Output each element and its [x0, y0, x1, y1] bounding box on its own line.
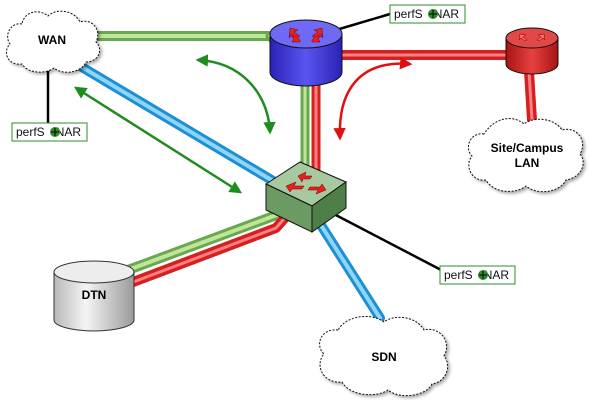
perfsonar-box-frame — [389, 4, 466, 24]
switch-arrows-icon — [285, 171, 327, 195]
perfsonar-label: perfS NAR — [444, 268, 509, 282]
perfsonar-prefix: perfS — [394, 7, 423, 21]
path-red-router-sitelan — [333, 50, 537, 125]
perfsonar-label: perfS NAR — [394, 7, 459, 21]
cable-switch-perfsonar — [329, 210, 446, 274]
router-arrows-icon — [288, 27, 324, 43]
wan-cloud-shape — [6, 10, 101, 73]
core-router-blue — [269, 19, 343, 87]
router-arrows-icon — [518, 33, 546, 42]
switch-green — [264, 161, 348, 233]
perfsonar-suffix: NAR — [434, 7, 460, 21]
site-lan-label-line2: LAN — [515, 156, 540, 170]
red-arrow-curve — [333, 56, 413, 141]
sdn-label: SDN — [371, 350, 396, 364]
wan-cloud: WAN — [6, 10, 101, 73]
red-router-top — [505, 27, 559, 49]
site-lan-cloud: Site/Campus LAN — [468, 118, 584, 193]
sdn-cloud: SDN — [319, 315, 448, 397]
dtn-label: DTN — [82, 288, 107, 302]
sdn-cloud-shape — [319, 315, 448, 397]
perfsonar-prefix: perfS — [444, 268, 473, 282]
switch-side — [311, 181, 347, 233]
dtn-cylinder-top — [53, 260, 135, 284]
blue-router-top — [269, 19, 343, 49]
cable-router-perfsonar — [335, 12, 391, 32]
dtn-cylinder-body — [53, 271, 135, 332]
flow-arrows — [73, 54, 413, 194]
green-arrow-top — [195, 54, 276, 135]
green-arrow-diagonal — [73, 86, 243, 194]
dtn-storage: DTN — [53, 260, 135, 332]
site-lan-cloud-shape — [468, 118, 584, 193]
wan-label: WAN — [38, 33, 66, 47]
perfsonar-prefix: perfS — [16, 125, 45, 139]
site-router-red — [505, 27, 559, 75]
site-lan-label-line1: Site/Campus — [491, 141, 564, 155]
perfsonar-box-switch: perfS NAR — [439, 265, 516, 285]
perfsonar-box-frame — [439, 265, 516, 285]
perfsonar-suffix: NAR — [484, 268, 510, 282]
perfsonar-box-router: perfS NAR — [389, 4, 466, 24]
perfsonar-cables — [46, 12, 446, 274]
